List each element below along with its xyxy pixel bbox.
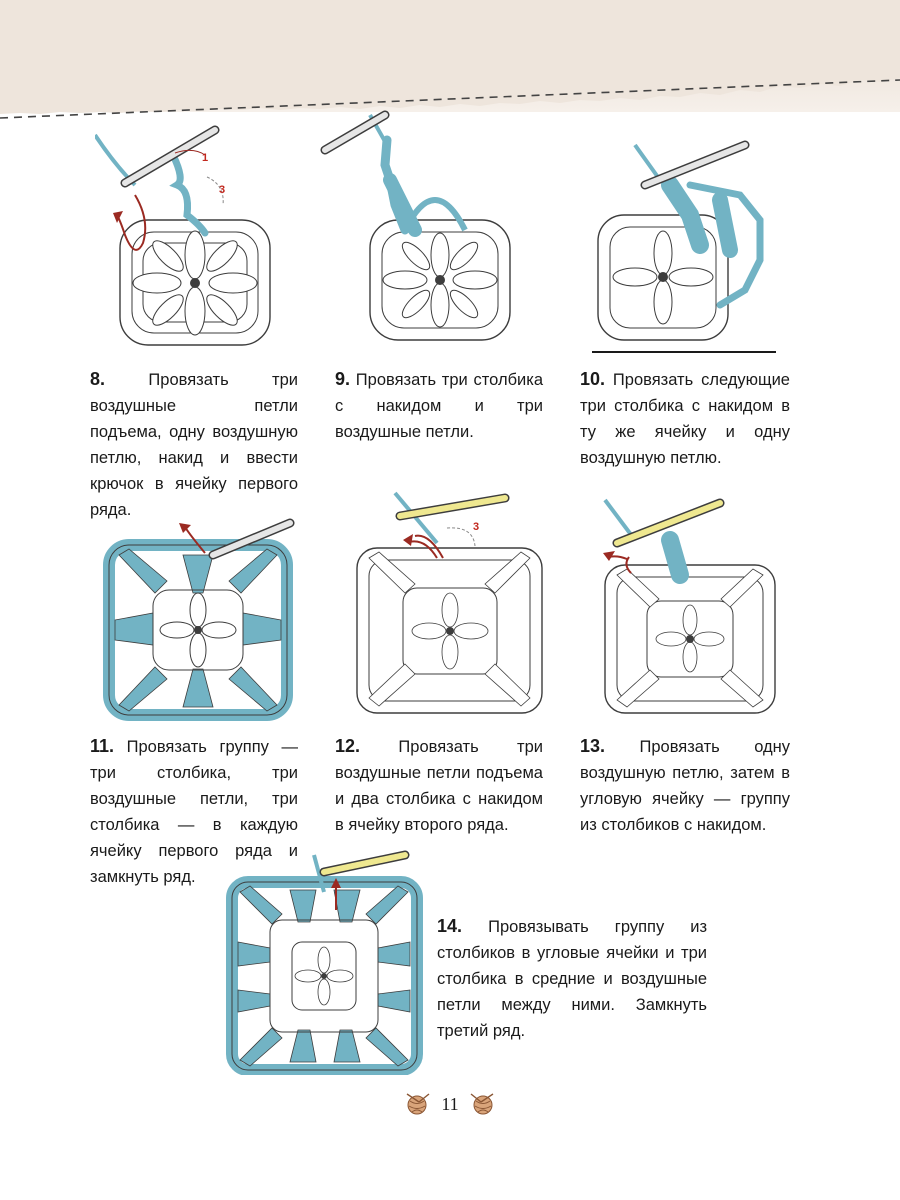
yarn-ball-icon bbox=[470, 1093, 494, 1115]
diagram-step-13 bbox=[595, 495, 795, 720]
diagram-step-14 bbox=[220, 850, 430, 1076]
diagram-step-12: 3 bbox=[345, 488, 555, 718]
yarn-ball-icon bbox=[406, 1093, 430, 1115]
diagram-step-10 bbox=[580, 140, 790, 360]
step-10-text: 10. Провязать следующие три столбика с н… bbox=[580, 366, 790, 471]
page-footer: 11 bbox=[0, 1092, 900, 1116]
step-14-text: 14. Провязывать группу из столбиков в уг… bbox=[437, 913, 707, 1044]
header-decoration bbox=[0, 0, 900, 119]
step-description: Провязать три столбика с накидом и три в… bbox=[335, 371, 543, 441]
step-number: 11. bbox=[90, 736, 115, 756]
step-11-text: 11. Провязать группу — три столбика, три… bbox=[90, 733, 298, 890]
step-description: Провязать одну воздушную петлю, затем в … bbox=[580, 738, 790, 834]
step-number: 10. bbox=[580, 369, 606, 389]
diagram-step-8: 1 3 bbox=[93, 125, 315, 355]
diagram-label: 3 bbox=[219, 184, 225, 196]
page-number: 11 bbox=[441, 1093, 459, 1114]
step-description: Провязывать группу из столбиков в угловы… bbox=[437, 918, 708, 1040]
step-13-text: 13. Провязать одну воздушную петлю, зате… bbox=[580, 733, 790, 838]
header-band bbox=[0, 0, 900, 119]
step-description: Провязать три воздушные петли подъема и … bbox=[335, 738, 543, 834]
diagram-label: 1 bbox=[202, 152, 208, 164]
step-8-text: 8. Провязать три воздушные петли подъема… bbox=[90, 366, 298, 523]
step-9-text: 9. Провязать три столбика с накидом и тр… bbox=[335, 366, 543, 445]
step-number: 9. bbox=[335, 369, 351, 389]
step-number: 14. bbox=[437, 916, 463, 936]
step-description: Провязать три воздушные петли подъема, о… bbox=[90, 371, 298, 519]
step-description: Провязать следующие три столбика с накид… bbox=[580, 371, 790, 467]
diagram-step-9 bbox=[315, 110, 545, 350]
step-12-text: 12. Провязать три воздушные петли подъем… bbox=[335, 733, 543, 838]
diagram-label: 3 bbox=[473, 521, 479, 533]
step-number: 12. bbox=[335, 736, 361, 756]
step-number: 8. bbox=[90, 369, 106, 389]
step-description: Провязать группу — три столбика, три воз… bbox=[90, 738, 298, 886]
step-number: 13. bbox=[580, 736, 606, 756]
diagram-step-11 bbox=[95, 515, 305, 725]
